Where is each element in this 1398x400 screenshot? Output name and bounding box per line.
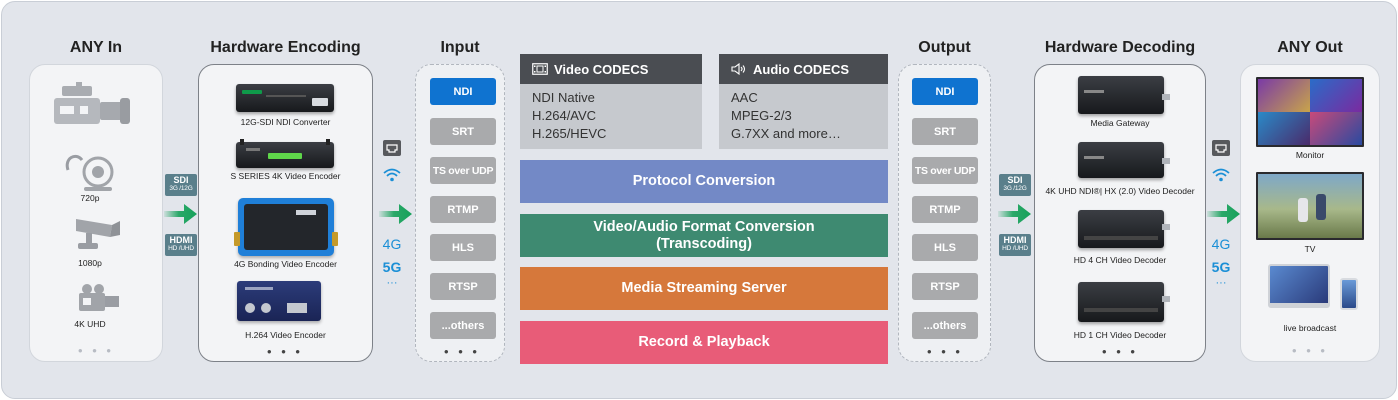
input-protocol-ndi: NDI bbox=[430, 78, 496, 105]
video-codecs-header: Video CODECS bbox=[520, 54, 702, 84]
speaker-icon bbox=[731, 63, 746, 75]
input-more-dots: • • • bbox=[444, 344, 480, 359]
decoding-more-dots: • • • bbox=[1102, 344, 1138, 359]
s-series-4k-encoder-device bbox=[236, 139, 334, 168]
output-protocol-srt: SRT bbox=[912, 118, 978, 145]
input-protocol-hls: HLS bbox=[430, 234, 496, 261]
output-heading: Output bbox=[918, 39, 971, 56]
video-codec-item: H.265/HEVC bbox=[532, 126, 607, 141]
decoder-label-2: 4K UHD NDI®| HX (2.0) Video Decoder bbox=[1045, 186, 1195, 196]
output-protocol-ndi: NDI bbox=[912, 78, 978, 105]
output-more-dots: • • • bbox=[927, 344, 963, 359]
audio-codecs-list: AAC MPEG-2/3 G.7XX and more… bbox=[719, 84, 888, 149]
any-in-heading: ANY In bbox=[69, 39, 123, 56]
laptop-screen bbox=[1268, 264, 1330, 308]
4k-camera-icon bbox=[79, 284, 119, 311]
audio-codec-item: G.7XX and more… bbox=[731, 126, 841, 141]
input-heading: Input bbox=[440, 39, 480, 56]
1080p-label: 1080p bbox=[78, 258, 102, 268]
encoder-label-4: H.264 Video Encoder bbox=[245, 330, 326, 340]
phone-screen bbox=[1340, 278, 1358, 310]
decoder-label-4: HD 1 CH Video Decoder bbox=[1073, 330, 1167, 340]
arrow-to-any-out bbox=[1207, 204, 1240, 224]
5g-label: 5G bbox=[1211, 259, 1231, 275]
tv-label: TV bbox=[1304, 244, 1316, 254]
monitor-label: Monitor bbox=[1295, 150, 1325, 160]
audio-codec-item: AAC bbox=[731, 90, 758, 105]
output-protocol-rtmp: RTMP bbox=[912, 196, 978, 223]
media-streaming-server-bar: Media Streaming Server bbox=[520, 267, 888, 310]
4k-uhd-ndi-decoder-device bbox=[1078, 142, 1170, 178]
any-out-more-dots: • • • bbox=[1292, 343, 1328, 358]
hd-1ch-decoder-device bbox=[1078, 282, 1170, 322]
tv-screen bbox=[1256, 172, 1364, 240]
output-protocol-hls: HLS bbox=[912, 234, 978, 261]
hardware-encoding-heading: Hardware Encoding bbox=[210, 39, 361, 56]
film-icon bbox=[532, 63, 548, 75]
encoder-label-3: 4G Bonding Video Encoder bbox=[234, 259, 337, 269]
record-playback-bar: Record & Playback bbox=[520, 321, 888, 364]
video-codec-item: NDI Native bbox=[532, 90, 595, 105]
network-more: ··· bbox=[1215, 277, 1227, 289]
wifi-icon-right bbox=[1212, 168, 1230, 182]
arrow-to-encoding bbox=[164, 204, 197, 224]
hd-4ch-decoder-device bbox=[1078, 210, 1170, 248]
4g-bonding-encoder-device bbox=[234, 198, 338, 256]
decoder-label-1: Media Gateway bbox=[1090, 118, 1150, 128]
cellular-network-left: 4G 5G ··· bbox=[372, 236, 412, 289]
encoder-label-2: S SERIES 4K Video Encoder bbox=[230, 171, 341, 181]
encoder-label-1: 12G-SDI NDI Converter bbox=[240, 117, 331, 127]
video-codec-item: H.264/AVC bbox=[532, 108, 597, 123]
hardware-decoding-heading: Hardware Decoding bbox=[1044, 39, 1196, 56]
video-codecs-title: Video CODECS bbox=[554, 61, 649, 77]
protocol-conversion-bar: Protocol Conversion bbox=[520, 160, 888, 203]
output-protocol-others: ...others bbox=[912, 312, 978, 339]
720p-label: 720p bbox=[80, 193, 100, 203]
input-protocol-rtmp: RTMP bbox=[430, 196, 496, 223]
audio-codecs-header: Audio CODECS bbox=[719, 54, 888, 84]
any-in-more-dots: • • • bbox=[78, 343, 114, 358]
output-protocol-ts-over-udp: TS over UDP bbox=[912, 157, 978, 184]
input-protocol-ts-over-udp: TS over UDP bbox=[430, 157, 496, 184]
media-gateway-device bbox=[1078, 76, 1170, 114]
any-out-heading: ANY Out bbox=[1277, 39, 1343, 56]
12g-sdi-ndi-converter-device bbox=[236, 84, 334, 112]
ethernet-port-icon-right bbox=[1212, 140, 1230, 156]
wifi-icon-left bbox=[383, 168, 401, 182]
decoder-label-3: HD 4 CH Video Decoder bbox=[1073, 255, 1167, 265]
5g-label: 5G bbox=[382, 259, 402, 275]
video-codecs-list: NDI Native H.264/AVC H.265/HEVC bbox=[520, 84, 702, 149]
input-protocol-others: ...others bbox=[430, 312, 496, 339]
webcam-icon bbox=[65, 154, 114, 191]
arrow-to-input bbox=[379, 204, 412, 224]
input-protocol-srt: SRT bbox=[430, 118, 496, 145]
ethernet-port-icon-left bbox=[383, 140, 401, 156]
live-broadcast-label: live broadcast bbox=[1283, 323, 1337, 333]
encoding-more-dots: • • • bbox=[267, 344, 303, 359]
4k-uhd-label: 4K UHD bbox=[74, 319, 106, 329]
cellular-network-right: 4G 5G ··· bbox=[1201, 236, 1241, 289]
network-more: ··· bbox=[386, 277, 398, 289]
4g-label: 4G bbox=[382, 236, 402, 252]
arrow-to-decoding bbox=[998, 204, 1031, 224]
ptz-camera-icon bbox=[76, 219, 120, 249]
output-protocol-rtsp: RTSP bbox=[912, 273, 978, 300]
input-protocol-rtsp: RTSP bbox=[430, 273, 496, 300]
4g-label: 4G bbox=[1211, 236, 1231, 252]
monitor-screen bbox=[1256, 77, 1364, 147]
camcorder-icon bbox=[54, 82, 130, 124]
transcoding-bar: Video/Audio Format Conversion(Transcodin… bbox=[520, 214, 888, 257]
audio-codecs-title: Audio CODECS bbox=[753, 61, 850, 77]
audio-codec-item: MPEG-2/3 bbox=[731, 108, 792, 123]
h264-encoder-device bbox=[237, 281, 321, 321]
